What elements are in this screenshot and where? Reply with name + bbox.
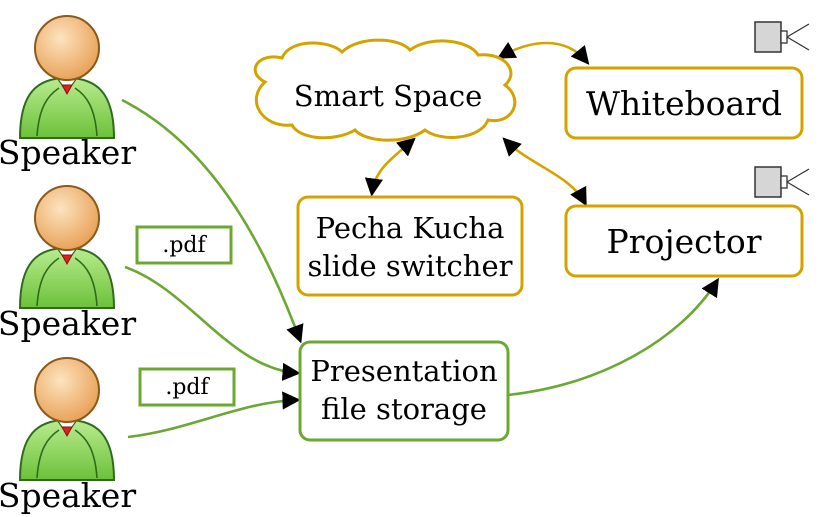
speaker: Speaker — [0, 357, 136, 515]
projector-icon — [754, 166, 810, 198]
speaker2-to-storage-line — [124, 265, 301, 381]
pdf-label: .pdf — [162, 233, 207, 258]
smartspace-whiteboard-line — [496, 41, 590, 65]
speaker3-to-storage-line — [127, 391, 301, 439]
pecha-kucha-label-line1: Pecha Kucha — [316, 211, 505, 245]
pdf-file-box: .pdf — [138, 367, 236, 407]
whiteboard-node: Whiteboard — [564, 66, 804, 140]
user-icon — [19, 185, 115, 309]
pecha-kucha-label-line2: slide switcher — [308, 249, 513, 283]
file-storage-node: Presentation file storage — [298, 340, 510, 442]
speaker: Speaker — [0, 185, 136, 343]
pecha-kucha-node: Pecha Kucha slide switcher — [296, 195, 524, 297]
projector-label: Projector — [607, 222, 762, 261]
user-icon — [19, 15, 115, 139]
whiteboard-label: Whiteboard — [586, 84, 782, 123]
pdf-file-box: .pdf — [135, 225, 233, 265]
speaker-label: Speaker — [0, 476, 136, 515]
speaker-label: Speaker — [0, 133, 136, 172]
projector-node: Projector — [564, 204, 804, 278]
speaker: Speaker — [0, 15, 136, 172]
smart-space-cloud: Smart Space — [253, 38, 517, 142]
storage-to-projector-line — [507, 277, 719, 397]
user-icon — [19, 357, 115, 481]
speaker-label: Speaker — [0, 304, 136, 343]
projector-icon — [754, 21, 810, 53]
smartspace-projector-line — [502, 137, 587, 207]
smart-space-label: Smart Space — [294, 79, 483, 113]
speaker1-to-storage-line — [121, 98, 304, 344]
storage-label-line1: Presentation — [310, 354, 497, 388]
pdf-label: .pdf — [165, 375, 210, 400]
smartspace-pechakucha-line — [364, 137, 416, 197]
storage-label-line2: file storage — [321, 392, 487, 426]
